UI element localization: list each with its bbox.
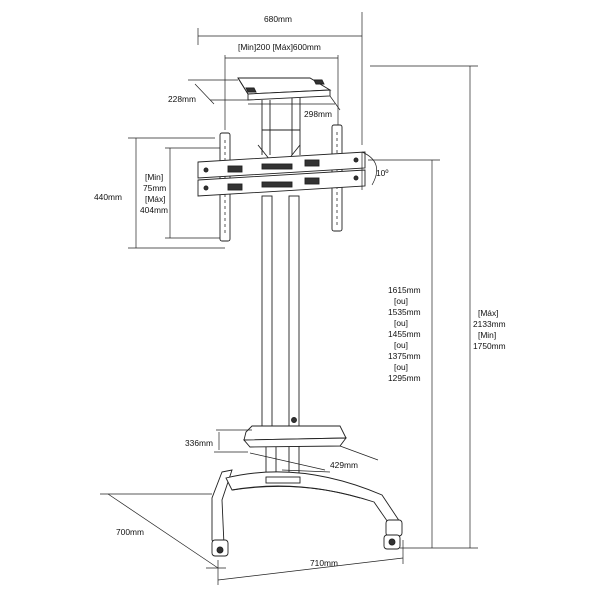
dimension-680 (197, 12, 363, 145)
label-top-depth: 228mm (168, 94, 196, 104)
label-top-width: 298mm (304, 109, 332, 119)
label-bracket-range: [Min]200 [Máx]600mm (238, 42, 321, 52)
label-vesa-max: [Máx] (145, 194, 165, 204)
height-option: 1455mm (388, 329, 421, 339)
label-vesa-min: [Min] (145, 172, 163, 182)
label-tilt: 10º (376, 168, 388, 178)
caster-right (383, 519, 403, 550)
dimension-440 (128, 137, 225, 249)
label-vesa-max-value: 404mm (140, 205, 168, 215)
label-shelf-depth: 336mm (185, 438, 213, 448)
shelf (243, 425, 347, 448)
label-base-width: 710mm (310, 558, 338, 568)
height-option: [ou] (394, 296, 408, 306)
height-option: [ou] (394, 340, 408, 350)
height-option: [ou] (394, 362, 408, 372)
height-option: 1535mm (388, 307, 421, 317)
label-base-depth: 700mm (116, 527, 144, 537)
height-option: 1295mm (388, 373, 421, 383)
height-option: 1615mm (388, 285, 421, 295)
top-tray (237, 77, 332, 101)
label-overall-min-value: 1750mm (473, 341, 506, 351)
base-frame (211, 469, 401, 549)
label-overall-min: [Min] (478, 330, 496, 340)
label-shelf-width: 429mm (330, 460, 358, 470)
label-overall-max: [Máx] (478, 308, 498, 318)
dimension-height-tv (368, 159, 440, 548)
height-option: [ou] (394, 318, 408, 328)
dimension-overall-height (370, 65, 478, 549)
dimension-298 (248, 95, 341, 111)
dimension-228 (188, 79, 248, 105)
tilt-indicator (361, 151, 378, 190)
dimension-vesa (165, 147, 222, 239)
label-vesa-min-value: 75mm (143, 183, 166, 193)
dimension-336 (214, 429, 252, 453)
height-option: 1375mm (388, 351, 421, 361)
label-total-width: 680mm (264, 14, 292, 24)
caster-left (211, 539, 229, 557)
label-bracket-height: 440mm (94, 192, 122, 202)
support-arms (257, 98, 301, 161)
label-overall-max-value: 2133mm (473, 319, 506, 329)
dimension-700 (100, 493, 226, 569)
label-heights: 1615mm [ou] 1535mm [ou] 1455mm [ou] 1375… (388, 285, 421, 383)
dimension-710 (217, 540, 404, 585)
dimension-bracket-range (224, 55, 339, 130)
dimension-429 (249, 445, 379, 473)
horizontal-rails (197, 151, 366, 197)
